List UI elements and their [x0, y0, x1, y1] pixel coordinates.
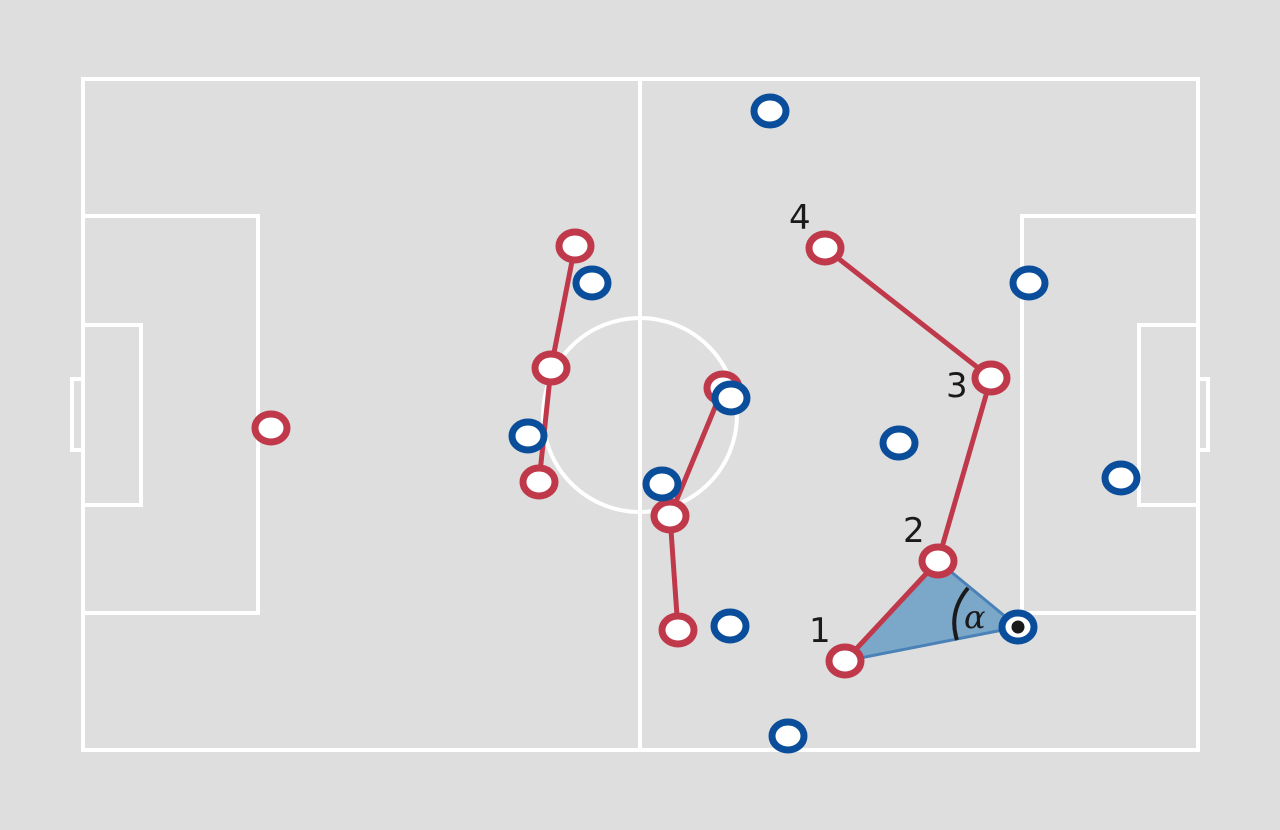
label-4: 4 — [789, 198, 811, 238]
red-link — [667, 385, 726, 519]
angle-arc — [952, 586, 970, 641]
red-player-1 — [825, 643, 865, 679]
blue-player — [508, 418, 548, 454]
red-link — [842, 558, 941, 664]
red-player-2 — [918, 543, 958, 579]
red-player — [555, 228, 595, 264]
red-player — [519, 464, 559, 500]
red-link — [548, 243, 578, 371]
red-player-4 — [805, 230, 845, 266]
label-2: 2 — [903, 511, 925, 551]
red-player — [531, 350, 571, 386]
blue-player — [768, 718, 808, 754]
red-player — [650, 498, 690, 534]
blue-player — [572, 265, 612, 301]
label-1: 1 — [809, 611, 831, 651]
right-goal — [1196, 377, 1210, 452]
red-link — [822, 245, 994, 381]
blue-player — [1101, 460, 1141, 496]
blue-player — [642, 466, 682, 502]
red-link — [935, 375, 994, 564]
blue-player — [1009, 265, 1049, 301]
center-circle — [541, 316, 739, 514]
red-link — [667, 513, 681, 633]
blue-player — [710, 608, 750, 644]
blue-player — [750, 93, 790, 129]
left-goal — [70, 377, 85, 452]
pitch-markings — [70, 77, 1210, 752]
red-link — [536, 365, 554, 485]
red-player — [658, 612, 698, 648]
blue-player — [879, 425, 919, 461]
blue-player — [711, 380, 751, 416]
red-player — [251, 410, 291, 446]
label-3: 3 — [946, 366, 968, 406]
ball — [1011, 620, 1025, 634]
angle-label: α — [964, 598, 986, 636]
red-player-3 — [971, 360, 1011, 396]
red-passing-lines — [536, 243, 994, 664]
